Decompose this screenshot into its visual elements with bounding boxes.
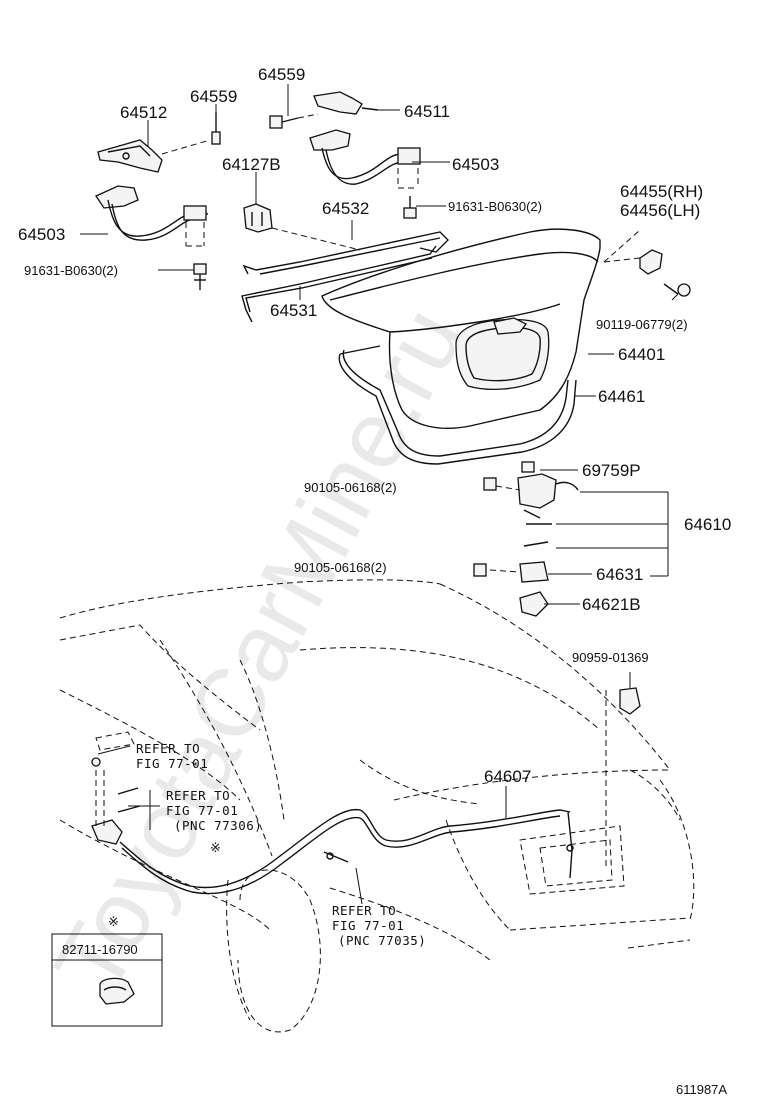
- label-64511: 64511: [404, 102, 450, 121]
- opener-lever: [91, 757, 141, 845]
- clip-box-82711: [51, 933, 163, 1027]
- label-64503-right: 64503: [452, 155, 499, 174]
- release-cable-64607: [119, 809, 574, 895]
- label-69759p: 69759P: [582, 461, 641, 480]
- label-90959: 90959-01369: [572, 650, 649, 665]
- hinge-64503-left: [95, 185, 209, 247]
- note-mark-box: ※: [108, 914, 119, 929]
- ref3-line1: REFER TO: [332, 903, 396, 918]
- bolt-64559-left: [161, 112, 221, 155]
- striker-64631: [489, 561, 549, 583]
- ref2-line2: FIG 77-01: [166, 803, 238, 818]
- label-64531: 64531: [270, 301, 317, 320]
- watermark-text: ToyotaCarMine.ru: [34, 291, 484, 1010]
- bolt-91631-left: [193, 263, 207, 290]
- label-64455: 64455(RH): [620, 182, 703, 201]
- label-64610: 64610: [684, 515, 731, 534]
- ref3-line2: FIG 77-01: [332, 918, 404, 933]
- car-body-outline: [59, 579, 695, 1033]
- torsion-bar-64532: [242, 231, 449, 275]
- ref3-line3: (PNC 77035): [338, 933, 426, 948]
- torsion-bar-64531: [241, 245, 437, 323]
- label-64127b: 64127B: [222, 155, 281, 174]
- trunk-lid-64401: [321, 228, 601, 429]
- cover-64621b: [519, 591, 549, 617]
- hinge-64511: [313, 91, 379, 115]
- stopper-64455: [603, 229, 663, 275]
- ref2-line3: (PNC 77306): [174, 818, 262, 833]
- cushion-90959: [605, 672, 641, 870]
- bolt-64559-right: [269, 113, 319, 129]
- label-91631-right: 91631-B0630(2): [448, 199, 542, 214]
- bolt-91631-right: [403, 196, 417, 219]
- label-64631: 64631: [596, 565, 643, 584]
- note-mark-cable: ※: [210, 840, 221, 855]
- label-82711: 82711-16790: [62, 942, 138, 957]
- label-90105-lower: 90105-06168(2): [294, 560, 387, 575]
- label-64456: 64456(LH): [620, 201, 700, 220]
- figure-code: 611987A: [676, 1082, 727, 1097]
- label-64532: 64532: [322, 199, 369, 218]
- label-64503-left: 64503: [18, 225, 65, 244]
- ref1-line2: FIG 77-01: [136, 756, 208, 771]
- label-64621b: 64621B: [582, 595, 641, 614]
- weatherstrip-64461: [338, 345, 577, 465]
- ref1-line1: REFER TO: [136, 741, 200, 756]
- label-91631-left: 91631-B0630(2): [24, 263, 118, 278]
- hinge-64503-right: [309, 129, 421, 189]
- label-64512: 64512: [120, 103, 167, 122]
- ref2-line1: REFER TO: [166, 788, 230, 803]
- bolt-90105-upper: [483, 477, 497, 491]
- label-64401: 64401: [618, 345, 665, 364]
- label-90105-upper: 90105-06168(2): [304, 480, 397, 495]
- label-64559-top: 64559: [258, 65, 305, 84]
- bolt-90105-lower: [473, 563, 487, 577]
- label-90119: 90119-06779(2): [596, 317, 688, 332]
- bracket-64610: [556, 491, 669, 577]
- leader-lines: [80, 84, 679, 905]
- label-64607: 64607: [484, 767, 531, 786]
- tail-light: [629, 769, 681, 821]
- screw-90119: [663, 283, 691, 297]
- lock-assembly-64610: [495, 461, 579, 547]
- label-64461: 64461: [598, 387, 645, 406]
- hinge-64512: [97, 139, 163, 173]
- label-64559-left: 64559: [190, 87, 237, 106]
